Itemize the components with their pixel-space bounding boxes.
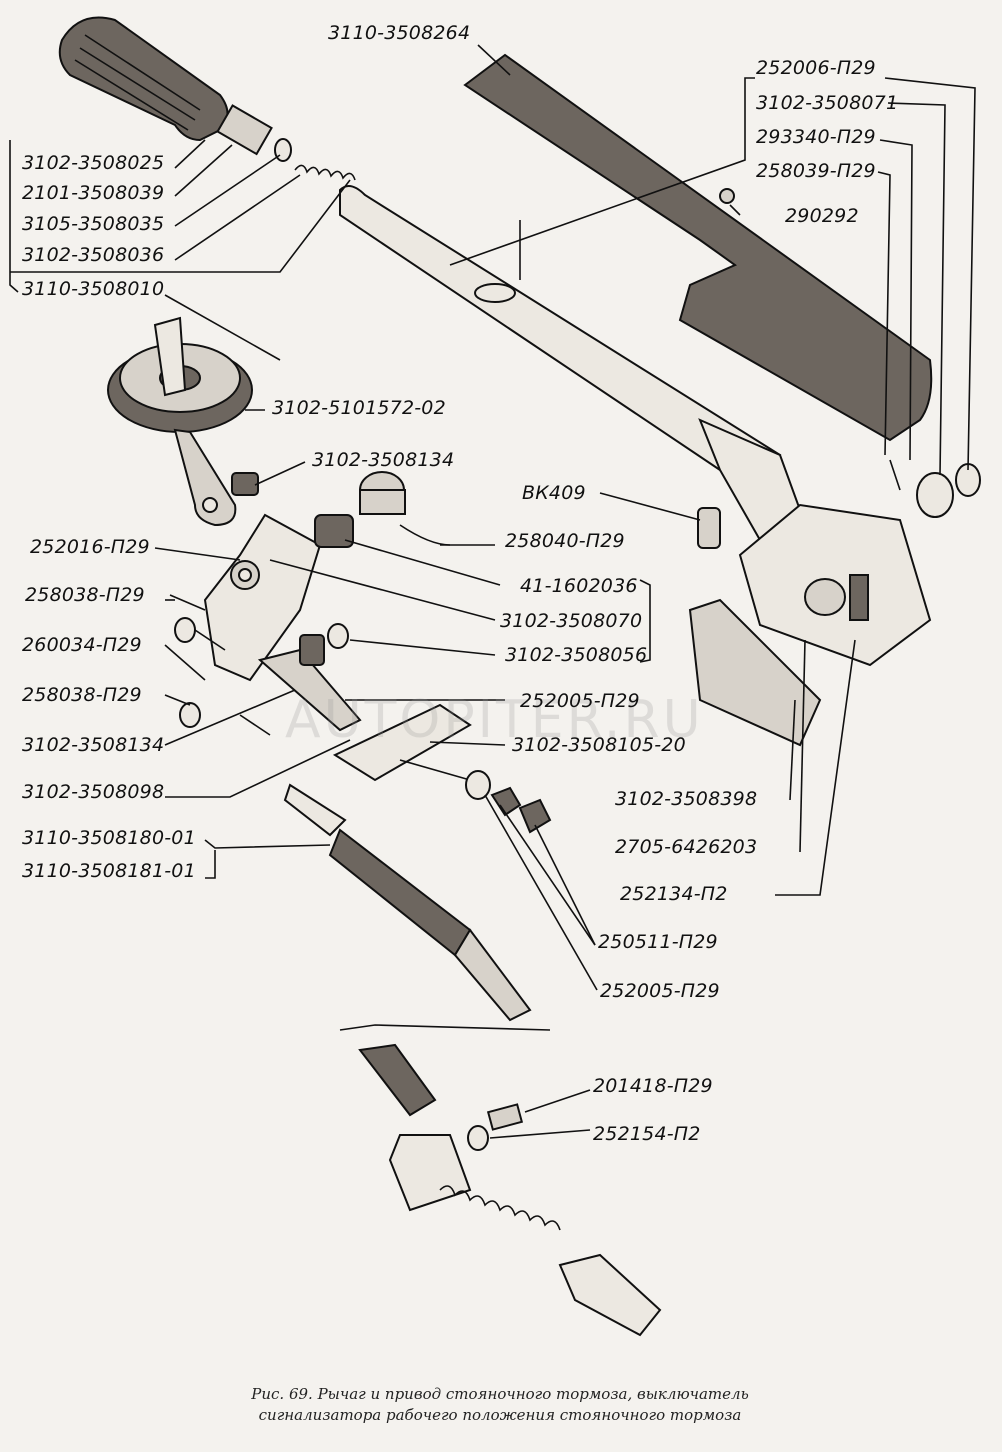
label-3102-3508070: 3102-3508070 [500, 610, 643, 632]
spring-part [294, 164, 356, 181]
bracket-plate [203, 513, 322, 682]
label-252005-p29-top: 252005-П29 [520, 690, 640, 712]
switch-part [697, 507, 721, 549]
bushing-part [216, 104, 273, 156]
ratchet-housing [688, 503, 932, 747]
label-2705-6426203: 2705-6426203 [615, 836, 758, 858]
label-vk409: ВК409 [522, 482, 586, 504]
label-3105-3508035: 3105-3508035 [22, 213, 165, 235]
label-3102-3508036: 3102-3508036 [22, 244, 165, 266]
nuts-washers [465, 770, 552, 834]
label-3110-3508010: 3110-3508010 [22, 278, 165, 300]
label-252006-p29: 252006-П29 [756, 57, 876, 79]
figure-caption-line-1: Рис. 69. Рычаг и привод стояночного торм… [251, 1385, 749, 1403]
label-258039-p29: 258039-П29 [756, 160, 876, 182]
label-3102-3508105-20: 3102-3508105-20 [512, 734, 686, 756]
label-258038-p29-top: 258038-П29 [25, 584, 145, 606]
label-3102-5101572-02: 3102-5101572-02 [272, 397, 446, 419]
label-3102-3508398: 3102-3508398 [615, 788, 758, 810]
label-3110-3508264: 3110-3508264 [328, 22, 471, 44]
side-parts [889, 459, 981, 518]
label-293340-p29: 293340-П29 [756, 126, 876, 148]
label-41-1602036: 41-1602036 [520, 575, 638, 597]
label-3102-3508134-bottom: 3102-3508134 [22, 734, 165, 756]
pins-group [169, 594, 271, 736]
cable-front [283, 783, 532, 1022]
label-201418-p29: 201418-П29 [593, 1075, 713, 1097]
roller-part [231, 472, 259, 496]
label-252016-p29: 252016-П29 [30, 536, 150, 558]
label-3102-3508025: 3102-3508025 [22, 152, 165, 174]
label-3102-3508071: 3102-3508071 [756, 92, 899, 114]
handle-grip [58, 16, 229, 142]
figure-caption-line-2: сигнализатора рабочего положения стояноч… [258, 1406, 742, 1424]
leader-lines [9, 44, 976, 1139]
label-252134-p2: 252134-П2 [620, 883, 728, 905]
label-3110-3508180-01: 3110-3508180-01 [22, 827, 196, 849]
label-3102-3508056: 3102-3508056 [505, 644, 648, 666]
bushing-roller-part [314, 514, 354, 548]
label-252005-p29-bottom: 252005-П29 [600, 980, 720, 1002]
cable-rear [339, 1024, 662, 1337]
cotter-pin-part [399, 524, 451, 546]
label-258040-p29: 258040-П29 [505, 530, 625, 552]
label-258038-p29-bottom: 258038-П29 [22, 684, 142, 706]
label-250511-p29: 250511-П29 [598, 931, 718, 953]
label-2101-3508039: 2101-3508039 [22, 182, 165, 204]
adjuster-bracket [257, 623, 472, 782]
lever-cover [463, 53, 933, 442]
label-260034-p29: 260034-П29 [22, 634, 142, 656]
label-3110-3508181-01: 3110-3508181-01 [22, 860, 196, 882]
label-290292: 290292 [785, 205, 859, 227]
label-3102-3508098: 3102-3508098 [22, 781, 165, 803]
label-252154-p2: 252154-П2 [593, 1123, 701, 1145]
pulley-wheel [107, 316, 253, 527]
axle-part [359, 471, 406, 515]
label-3102-3508134-top: 3102-3508134 [312, 449, 455, 471]
